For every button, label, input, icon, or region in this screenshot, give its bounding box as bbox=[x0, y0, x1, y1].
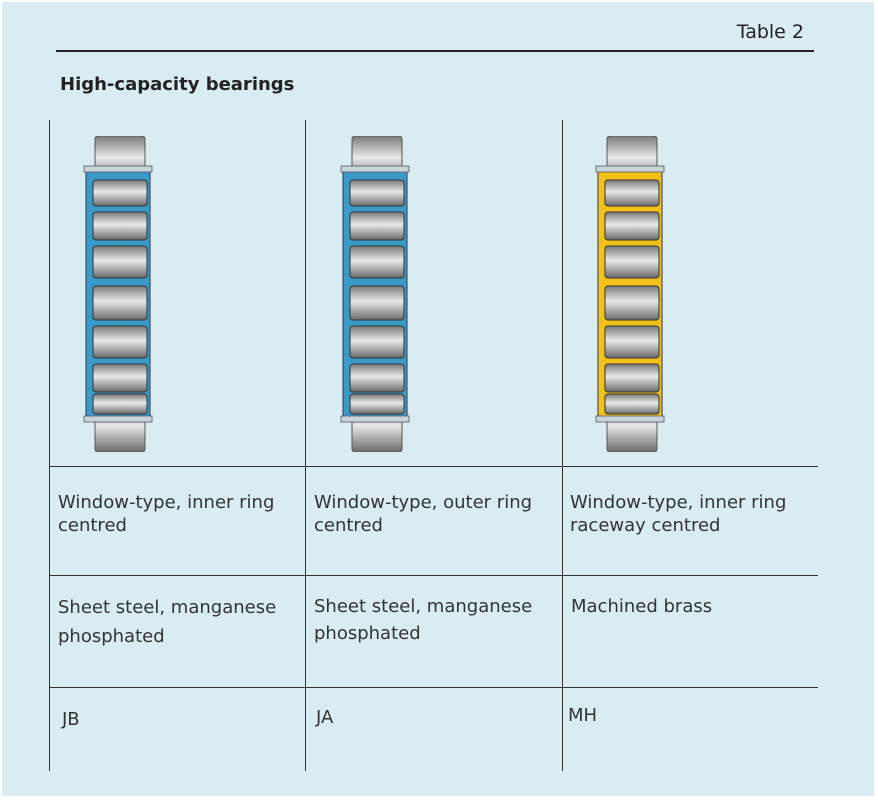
cage-suffix-mh: MH bbox=[568, 705, 598, 726]
roller bbox=[92, 393, 148, 415]
cage-design-jb: Window-type, inner ring centred bbox=[58, 492, 275, 536]
grid-line bbox=[49, 687, 818, 688]
table-number: Table 2 bbox=[736, 21, 804, 43]
roller bbox=[604, 245, 660, 279]
roller bbox=[349, 393, 405, 415]
roller bbox=[604, 393, 660, 415]
cage-suffix-ja: JA bbox=[316, 707, 334, 728]
cage-suffix-jb: JB bbox=[62, 709, 80, 730]
cage-material-ja: Sheet steel, manganese phosphated bbox=[314, 596, 533, 644]
roller bbox=[92, 211, 148, 241]
top-rule bbox=[56, 50, 814, 52]
roller bbox=[604, 325, 660, 359]
cage-end-ring bbox=[595, 415, 665, 423]
roller bbox=[604, 211, 660, 241]
roller bbox=[349, 245, 405, 279]
roller bbox=[349, 179, 405, 207]
grid-line bbox=[305, 120, 306, 771]
bearing-ja-illustration bbox=[340, 136, 410, 452]
roller bbox=[92, 325, 148, 359]
roller bbox=[604, 285, 660, 321]
roller bbox=[604, 363, 660, 393]
cage-end-ring bbox=[83, 165, 153, 173]
cage-end-ring bbox=[83, 415, 153, 423]
grid-line bbox=[49, 575, 818, 576]
cage-design-mh: Window-type, inner ring raceway centred bbox=[570, 492, 787, 536]
roller bbox=[92, 285, 148, 321]
grid-line bbox=[49, 466, 818, 467]
cage-end-ring bbox=[340, 165, 410, 173]
bearing-jb-illustration bbox=[83, 136, 153, 452]
roller bbox=[604, 179, 660, 207]
roller bbox=[349, 325, 405, 359]
cage-material-mh: Machined brass bbox=[571, 596, 713, 617]
roller bbox=[92, 363, 148, 393]
table-heading: High-capacity bearings bbox=[60, 74, 295, 95]
grid-line bbox=[49, 120, 50, 771]
cage-material-jb: Sheet steel, manganese phosphated bbox=[58, 597, 277, 647]
roller bbox=[349, 211, 405, 241]
roller bbox=[349, 285, 405, 321]
cage-end-ring bbox=[340, 415, 410, 423]
bearing-mh-illustration bbox=[595, 136, 665, 452]
cage-end-ring bbox=[595, 165, 665, 173]
roller bbox=[92, 179, 148, 207]
roller bbox=[349, 363, 405, 393]
roller bbox=[92, 245, 148, 279]
grid-line bbox=[562, 120, 563, 771]
cage-design-ja: Window-type, outer ring centred bbox=[314, 492, 533, 536]
